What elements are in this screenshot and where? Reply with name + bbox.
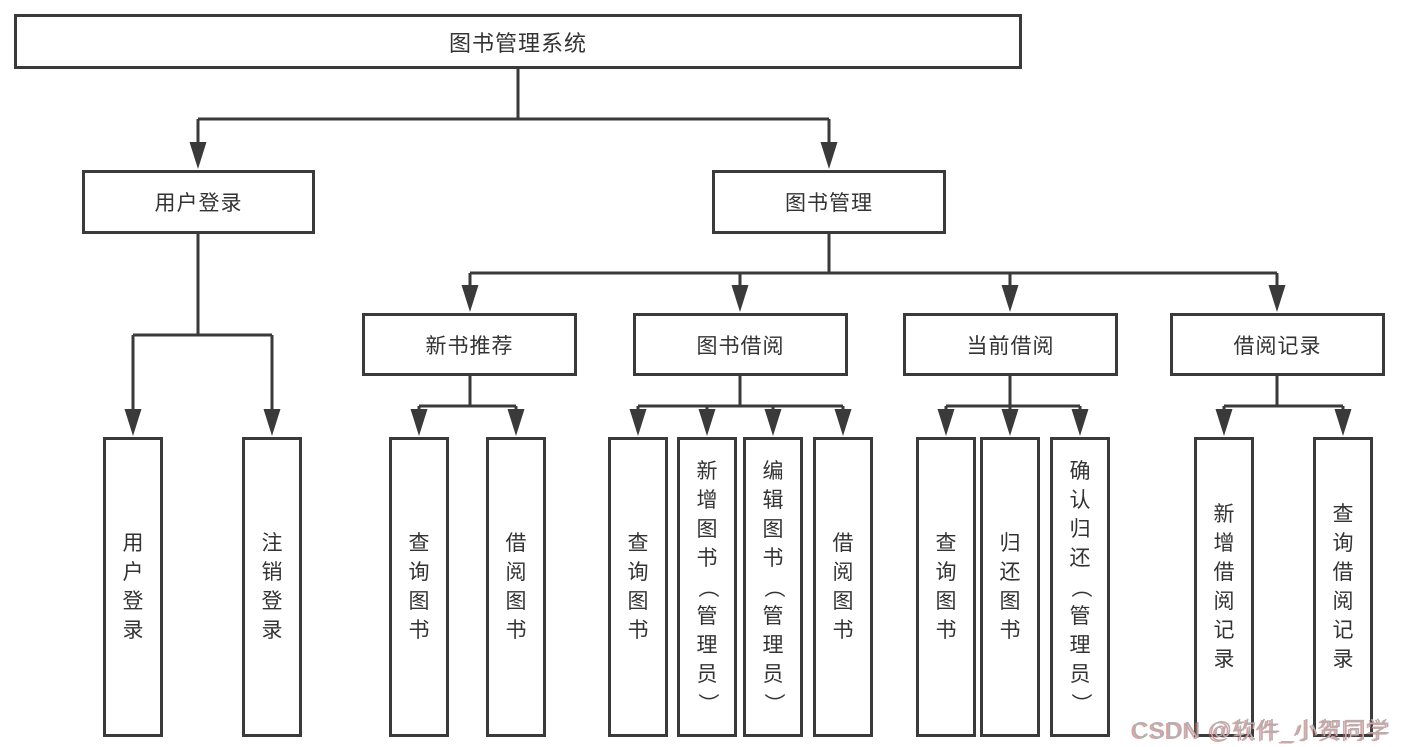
leaf-return-books: 归还图书 [980, 437, 1040, 737]
leaf-borrow-books: 借阅图书 [813, 437, 873, 737]
node-system-root: 图书管理系统 [14, 14, 1022, 69]
node-user-login: 用户登录 [82, 170, 315, 234]
node-current-borrow: 当前借阅 [903, 313, 1118, 376]
arrow-down-icon [1334, 409, 1352, 436]
arrow-down-icon [189, 142, 207, 169]
arrow-down-icon [834, 409, 852, 436]
arrow-down-icon [820, 142, 838, 169]
arrowheads [124, 142, 1352, 436]
leaf-add-borrow-record: 新增借阅记录 [1194, 437, 1254, 737]
connector-paths [131, 69, 1345, 412]
arrow-down-icon [461, 285, 479, 312]
leaf-logout: 注销登录 [242, 437, 302, 737]
arrow-down-icon [1001, 409, 1019, 436]
arrow-down-icon [629, 409, 647, 436]
arrow-down-icon [937, 409, 955, 436]
leaf-query-books-current: 查询图书 [916, 437, 976, 737]
leaf-confirm-return-admin: 确认归还（管理员） [1050, 437, 1110, 737]
arrow-down-icon [507, 409, 525, 436]
leaf-borrow-books-recommend: 借阅图书 [486, 437, 546, 737]
leaf-query-borrow-record: 查询借阅记录 [1313, 437, 1373, 737]
node-book-management: 图书管理 [712, 170, 946, 234]
arrow-down-icon [698, 409, 716, 436]
leaf-add-book-admin: 新增图书（管理员） [677, 437, 737, 737]
leaf-query-books-recommend: 查询图书 [389, 437, 449, 737]
node-label: 图书借阅 [696, 334, 785, 358]
node-label: 图书管理 [785, 192, 873, 215]
node-label: 图书管理系统 [448, 30, 587, 56]
arrow-down-icon [1215, 409, 1233, 436]
arrow-down-icon [1001, 285, 1019, 312]
arrow-down-icon [410, 409, 428, 436]
arrow-down-icon [1071, 409, 1089, 436]
node-borrow-records: 借阅记录 [1170, 313, 1385, 376]
leaf-query-books-borrow: 查询图书 [608, 437, 668, 737]
node-label: 借阅记录 [1233, 334, 1322, 358]
arrow-down-icon [263, 409, 281, 436]
node-label: 用户登录 [154, 192, 243, 215]
leaf-user-login: 用户登录 [103, 437, 163, 737]
arrow-down-icon [1268, 285, 1286, 312]
node-book-borrow: 图书借阅 [633, 313, 848, 376]
leaf-edit-book-admin: 编辑图书（管理员） [743, 437, 803, 737]
node-new-book-recommend: 新书推荐 [362, 313, 577, 376]
arrow-down-icon [124, 409, 142, 436]
node-label: 当前借阅 [966, 334, 1055, 358]
arrow-down-icon [731, 285, 749, 312]
arrow-down-icon [764, 409, 782, 436]
node-label: 新书推荐 [425, 334, 514, 358]
